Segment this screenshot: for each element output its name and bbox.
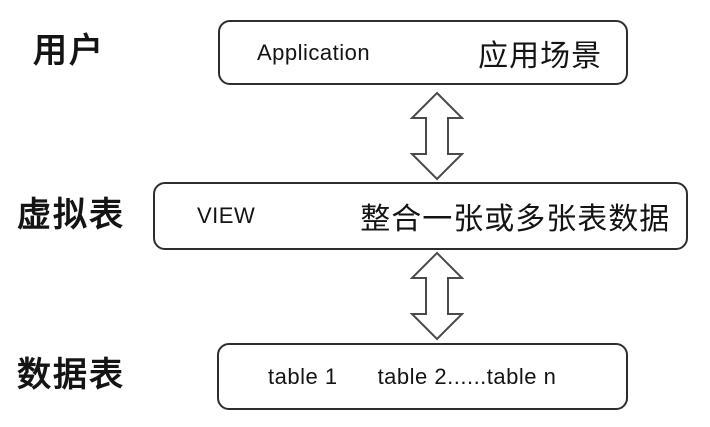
- application-box-text-zh: 应用场景: [478, 39, 603, 73]
- tables-box: table 1 table 2......table n: [217, 343, 628, 410]
- layer-label-user: 用户: [33, 32, 105, 70]
- tables-box-text-table1: table 1: [268, 363, 338, 389]
- tables-box-text-table2-n: table 2......table n: [377, 363, 557, 389]
- view-box-text-en: VIEW: [197, 203, 256, 228]
- application-box-text-en: Application: [257, 39, 371, 65]
- double-arrow-icon: [409, 251, 465, 341]
- double-arrow-icon: [409, 91, 465, 181]
- layer-label-virtual-table: 虚拟表: [17, 196, 125, 234]
- layer-label-data-table: 数据表: [17, 356, 125, 394]
- application-box: Application 应用场景: [218, 20, 628, 85]
- view-box-text-zh: 整合一张或多张表数据: [360, 203, 671, 236]
- view-box: VIEW 整合一张或多张表数据: [153, 182, 688, 250]
